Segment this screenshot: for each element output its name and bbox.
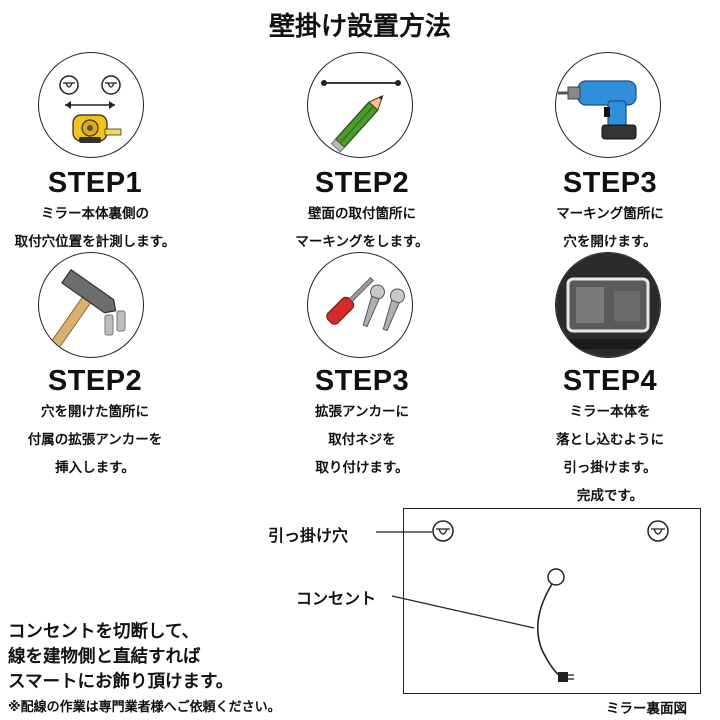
step-6: STEP4 ミラー本体を 落とし込むように 引っ掛けます。 完成です。 — [495, 364, 720, 510]
tape-measure-icon — [59, 75, 122, 143]
step-2: STEP2 壁面の取付箇所に マーキングをします。 — [247, 166, 477, 256]
step-desc-line: 穴を開けた箇所に — [41, 404, 149, 420]
step6-icon-circle — [555, 252, 661, 358]
step-label: STEP2 — [314, 167, 410, 199]
step-desc-line: 付属の拡張アンカーを — [27, 432, 163, 448]
note-line: スマートにお飾り頂けます。 — [8, 672, 234, 692]
step-label: STEP2 — [47, 365, 143, 397]
caution-note: ※配線の作業は専門業者様へご依頼ください。 — [8, 700, 281, 715]
step-desc-line: 落とし込むように — [556, 432, 664, 448]
step-desc-line: マーキング箇所に — [556, 206, 664, 222]
step-1: STEP1 ミラー本体裏側の 取付穴位置を計測します。 — [0, 166, 210, 256]
note-line: コンセントを切断して、 — [8, 622, 200, 642]
anchor-plug-icon — [104, 310, 126, 336]
step-4: STEP2 穴を開けた箇所に 付属の拡張アンカーを 挿入します。 — [0, 364, 210, 482]
step-description: マーキング箇所に 穴を開けます。 — [495, 200, 720, 256]
pencil-icon — [321, 80, 401, 153]
step-5: STEP3 拡張アンカーに 取付ネジを 取り付けます。 — [247, 364, 477, 482]
mirror-back-caption: ミラー裏面図 — [606, 701, 687, 717]
hook-hole-label: 引っ掛け穴 — [268, 526, 349, 545]
outlet-label: コンセント — [296, 589, 377, 608]
step-label: STEP4 — [562, 365, 658, 397]
step-description: 壁面の取付箇所に マーキングをします。 — [247, 200, 477, 256]
mirror-photo-icon — [556, 253, 660, 357]
step3-icon-circle — [555, 52, 661, 158]
mirror-back-diagram — [403, 508, 701, 694]
step-description: 拡張アンカーに 取付ネジを 取り付けます。 — [247, 398, 477, 482]
step-label: STEP3 — [314, 365, 410, 397]
step-label: STEP1 — [47, 167, 143, 199]
step-desc-line: 取付穴位置を計測します。 — [14, 234, 176, 250]
step-desc-line: 穴を開けます。 — [563, 234, 657, 250]
drill-icon — [558, 80, 637, 140]
step-desc-line: マーキングをします。 — [295, 234, 429, 250]
step-description: ミラー本体を 落とし込むように 引っ掛けます。 完成です。 — [495, 398, 720, 510]
step-desc-line: 引っ掛けます。 — [563, 460, 657, 476]
step1-icon-circle — [38, 52, 144, 158]
screw-icon — [362, 284, 405, 332]
step-desc-line: 拡張アンカーに — [315, 404, 409, 420]
hammer-icon — [47, 268, 126, 354]
page-title: 壁掛け設置方法 — [268, 12, 451, 42]
step-desc-line: ミラー本体裏側の — [41, 206, 149, 222]
step-desc-line: ミラー本体を — [569, 404, 651, 420]
step-desc-line: 取付ネジを — [328, 432, 396, 448]
wiring-note: コンセントを切断して、 線を建物側と直結すれば スマートにお飾り頂けます。 — [8, 620, 233, 695]
step2-icon-circle — [307, 52, 413, 158]
step-3: STEP3 マーキング箇所に 穴を開けます。 — [495, 166, 720, 256]
step-description: 穴を開けた箇所に 付属の拡張アンカーを 挿入します。 — [0, 398, 210, 482]
screwdriver-icon — [326, 276, 405, 332]
step-description: ミラー本体裏側の 取付穴位置を計測します。 — [0, 200, 210, 256]
step-desc-line: 壁面の取付箇所に — [308, 206, 416, 222]
note-line: 線を建物側と直結すれば — [8, 647, 201, 667]
step-label: STEP3 — [562, 167, 658, 199]
step-desc-line: 取り付けます。 — [315, 460, 409, 476]
step4-icon-circle — [38, 252, 144, 358]
step-desc-line: 挿入します。 — [55, 460, 135, 476]
step5-icon-circle — [307, 252, 413, 358]
step-desc-line: 完成です。 — [576, 488, 644, 504]
